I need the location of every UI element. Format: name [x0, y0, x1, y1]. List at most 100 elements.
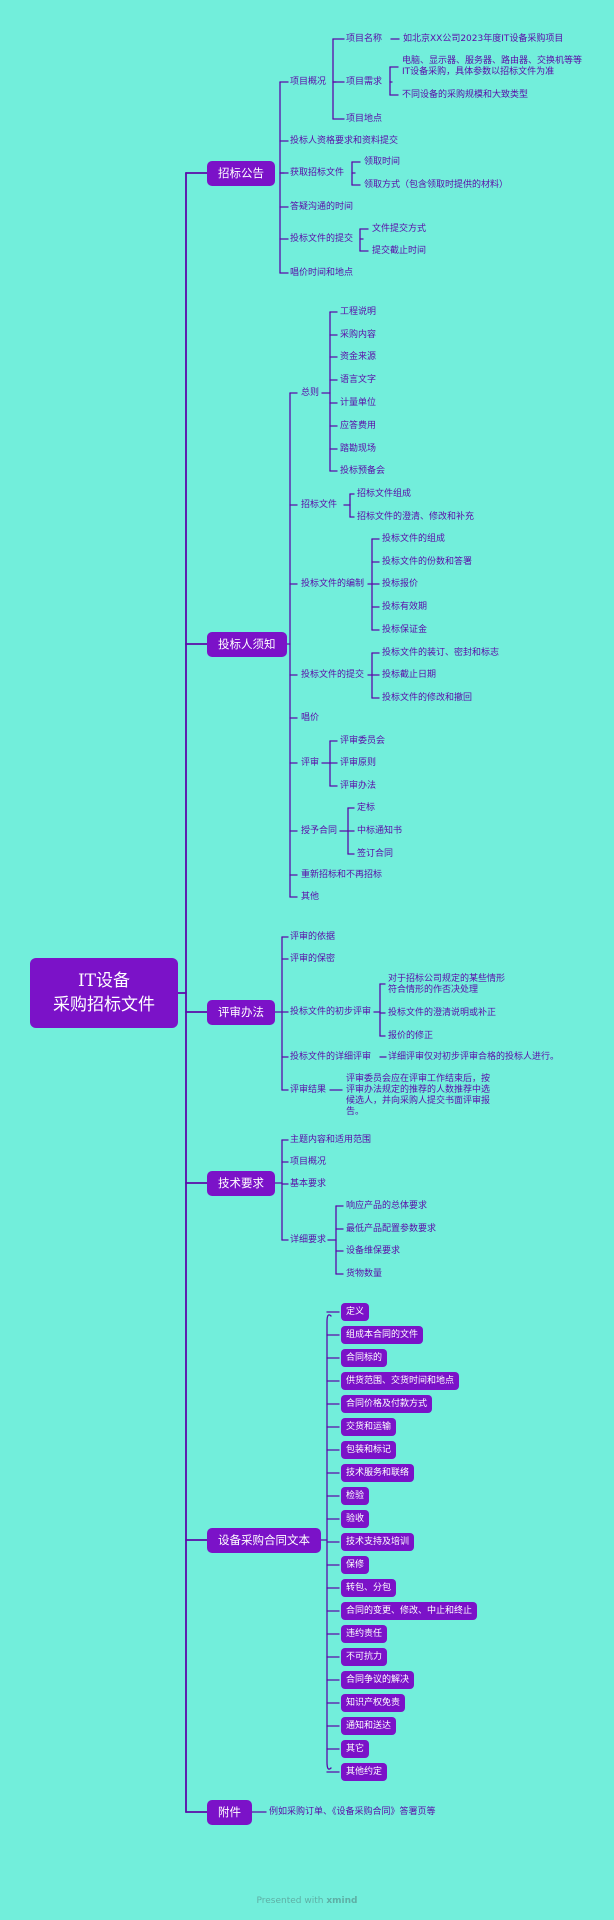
topic-product-overall[interactable]: 响应产品的总体要求	[346, 1201, 428, 1211]
topic-evaluation-confidentiality[interactable]: 评审的保密	[290, 954, 336, 964]
topic-binding-sealing[interactable]: 投标文件的装订、密封和标志	[382, 648, 500, 658]
contract-item[interactable]: 知识产权免责	[341, 1694, 406, 1712]
contract-item[interactable]: 交货和运输	[341, 1418, 397, 1436]
contract-item[interactable]: 保修	[341, 1556, 370, 1574]
topic-procurement-content[interactable]: 采购内容	[340, 330, 377, 340]
branch-evaluation-method[interactable]: 评审办法	[207, 1000, 275, 1025]
topic-award-contract[interactable]: 授予合同	[301, 826, 338, 836]
topic-bid-delivery[interactable]: 投标文件的提交	[301, 670, 365, 680]
topic-project-demand-detail[interactable]: 电脑、显示器、服务器、路由器、交换机等等IT设备采购，具体参数以招标文件为准	[402, 56, 583, 77]
topic-project-demand[interactable]: 项目需求	[346, 77, 383, 87]
topic-evaluation-principles[interactable]: 评审原则	[340, 758, 377, 768]
topic-detailed-review[interactable]: 投标文件的详细评审	[290, 1052, 372, 1062]
topic-docs-composition[interactable]: 招标文件组成	[357, 489, 412, 499]
topic-min-config[interactable]: 最低产品配置参数要求	[346, 1224, 437, 1234]
contract-item[interactable]: 合同价格及付款方式	[341, 1395, 433, 1413]
footer-brand: xmind	[326, 1896, 358, 1906]
topic-preliminary-review[interactable]: 投标文件的初步评审	[290, 1007, 372, 1017]
topic-award-decision[interactable]: 定标	[357, 803, 376, 813]
topic-price-reading[interactable]: 唱价	[301, 713, 320, 723]
topic-evaluation-methods[interactable]: 评审办法	[340, 781, 377, 791]
topic-fund-source[interactable]: 资金来源	[340, 352, 377, 362]
contract-item[interactable]: 合同的变更、修改、中止和终止	[341, 1602, 478, 1620]
topic-sign-contract[interactable]: 签订合同	[357, 849, 394, 859]
branch-bidding-announcement[interactable]: 招标公告	[207, 161, 275, 186]
topic-project-name[interactable]: 项目名称	[346, 34, 383, 44]
topic-price-correction[interactable]: 报价的修正	[388, 1031, 434, 1041]
topic-maintenance[interactable]: 设备维保要求	[346, 1246, 401, 1256]
topic-measurement-unit[interactable]: 计量单位	[340, 398, 377, 408]
topic-project-overview[interactable]: 项目概况	[290, 77, 327, 87]
topic-bid-deadline[interactable]: 投标截止日期	[382, 670, 437, 680]
topic-project-description[interactable]: 工程说明	[340, 307, 377, 317]
topic-bid-submission[interactable]: 投标文件的提交	[290, 234, 354, 244]
topic-rebid[interactable]: 重新招标和不再招标	[301, 870, 383, 880]
topic-site-survey[interactable]: 踏勘现场	[340, 444, 377, 454]
contract-item[interactable]: 技术服务和联络	[341, 1464, 415, 1482]
topic-bid-price[interactable]: 投标报价	[382, 579, 419, 589]
footer-credit: Presented with xmind	[0, 1896, 614, 1906]
topic-bid-bond[interactable]: 投标保证金	[382, 625, 428, 635]
contract-item[interactable]: 合同标的	[341, 1349, 388, 1367]
topic-evaluation[interactable]: 评审	[301, 758, 320, 768]
contract-item[interactable]: 技术支持及培训	[341, 1533, 415, 1551]
topic-response-cost[interactable]: 应答费用	[340, 421, 377, 431]
topic-basic-requirements[interactable]: 基本要求	[290, 1179, 327, 1189]
topic-project-demand-scale[interactable]: 不同设备的采购规模和大致类型	[402, 90, 529, 100]
topic-submission-method[interactable]: 文件提交方式	[372, 224, 427, 234]
contract-item[interactable]: 检验	[341, 1487, 370, 1505]
contract-item[interactable]: 验收	[341, 1510, 370, 1528]
topic-bidder-qualification[interactable]: 投标人资格要求和资料提交	[290, 136, 399, 146]
topic-tech-project-overview[interactable]: 项目概况	[290, 1157, 327, 1167]
topic-evaluation-committee[interactable]: 评审委员会	[340, 736, 386, 746]
central-topic[interactable]: IT设备 采购招标文件	[30, 958, 178, 1028]
topic-evaluation-result-detail[interactable]: 评审委员会应在评审工作结束后，按评审办法规定的推荐的人数推荐中选候选人，并向采购…	[346, 1074, 491, 1117]
topic-get-bidding-docs[interactable]: 获取招标文件	[290, 168, 345, 178]
topic-clarification-correction[interactable]: 投标文件的澄清说明或补正	[388, 1008, 497, 1018]
topic-price-opening[interactable]: 唱价时间和地点	[290, 268, 354, 278]
topic-appendix-example[interactable]: 例如采购订单、《设备采购合同》答署页等	[269, 1807, 436, 1817]
topic-bid-copies-signing[interactable]: 投标文件的份数和答署	[382, 557, 473, 567]
topic-bid-preparation[interactable]: 投标文件的编制	[301, 579, 365, 589]
topic-pre-bid-meeting[interactable]: 投标预备会	[340, 466, 386, 476]
contract-item[interactable]: 组成本合同的文件	[341, 1326, 424, 1344]
topic-evaluation-result[interactable]: 评审结果	[290, 1085, 327, 1095]
topic-collect-time[interactable]: 领取时间	[364, 157, 401, 167]
topic-goods-quantity[interactable]: 货物数量	[346, 1269, 383, 1279]
topic-submission-deadline[interactable]: 提交截止时间	[372, 246, 427, 256]
topic-bid-validity[interactable]: 投标有效期	[382, 602, 428, 612]
contract-item[interactable]: 包装和标记	[341, 1441, 397, 1459]
contract-item[interactable]: 转包、分包	[341, 1579, 397, 1597]
topic-language[interactable]: 语言文字	[340, 375, 377, 385]
contract-item[interactable]: 供货范围、交货时间和地点	[341, 1372, 460, 1390]
contract-item[interactable]: 不可抗力	[341, 1648, 388, 1666]
topic-bidding-documents[interactable]: 招标文件	[301, 500, 338, 510]
contract-item[interactable]: 定义	[341, 1303, 370, 1321]
topic-others[interactable]: 其他	[301, 892, 320, 902]
topic-rejection-cases[interactable]: 对于招标公司规定的某些情形符合情形的作否决处理	[388, 974, 506, 995]
contract-item[interactable]: 违约责任	[341, 1625, 388, 1643]
topic-detailed-review-note[interactable]: 详细评审仅对初步评审合格的投标人进行。	[388, 1052, 560, 1062]
footer-prefix: Presented with	[256, 1896, 324, 1906]
topic-general-rules[interactable]: 总则	[301, 388, 320, 398]
topic-evaluation-basis[interactable]: 评审的依据	[290, 932, 336, 942]
contract-item[interactable]: 其他约定	[341, 1763, 388, 1781]
topic-collect-method[interactable]: 领取方式（包含领取时提供的材料）	[364, 180, 509, 190]
contract-item[interactable]: 其它	[341, 1740, 370, 1758]
topic-scope[interactable]: 主题内容和适用范围	[290, 1135, 372, 1145]
branch-contract-text[interactable]: 设备采购合同文本	[207, 1528, 321, 1553]
branch-appendix[interactable]: 附件	[207, 1800, 252, 1825]
contract-item[interactable]: 合同争议的解决	[341, 1671, 415, 1689]
topic-bid-modify-withdraw[interactable]: 投标文件的修改和撤回	[382, 693, 473, 703]
topic-project-location[interactable]: 项目地点	[346, 114, 383, 124]
topic-docs-clarification[interactable]: 招标文件的澄清、修改和补充	[357, 512, 475, 522]
topic-qa-time[interactable]: 答疑沟通的时间	[290, 202, 354, 212]
branch-technical-requirements[interactable]: 技术要求	[207, 1171, 275, 1196]
topic-bid-composition[interactable]: 投标文件的组成	[382, 534, 446, 544]
contract-item[interactable]: 通知和送达	[341, 1717, 397, 1735]
topic-award-notice[interactable]: 中标通知书	[357, 826, 403, 836]
topic-detailed-requirements[interactable]: 详细要求	[290, 1235, 327, 1245]
branch-bidder-instructions[interactable]: 投标人须知	[207, 632, 287, 657]
topic-project-name-example[interactable]: 如北京XX公司2023年度IT设备采购项目	[403, 34, 564, 44]
